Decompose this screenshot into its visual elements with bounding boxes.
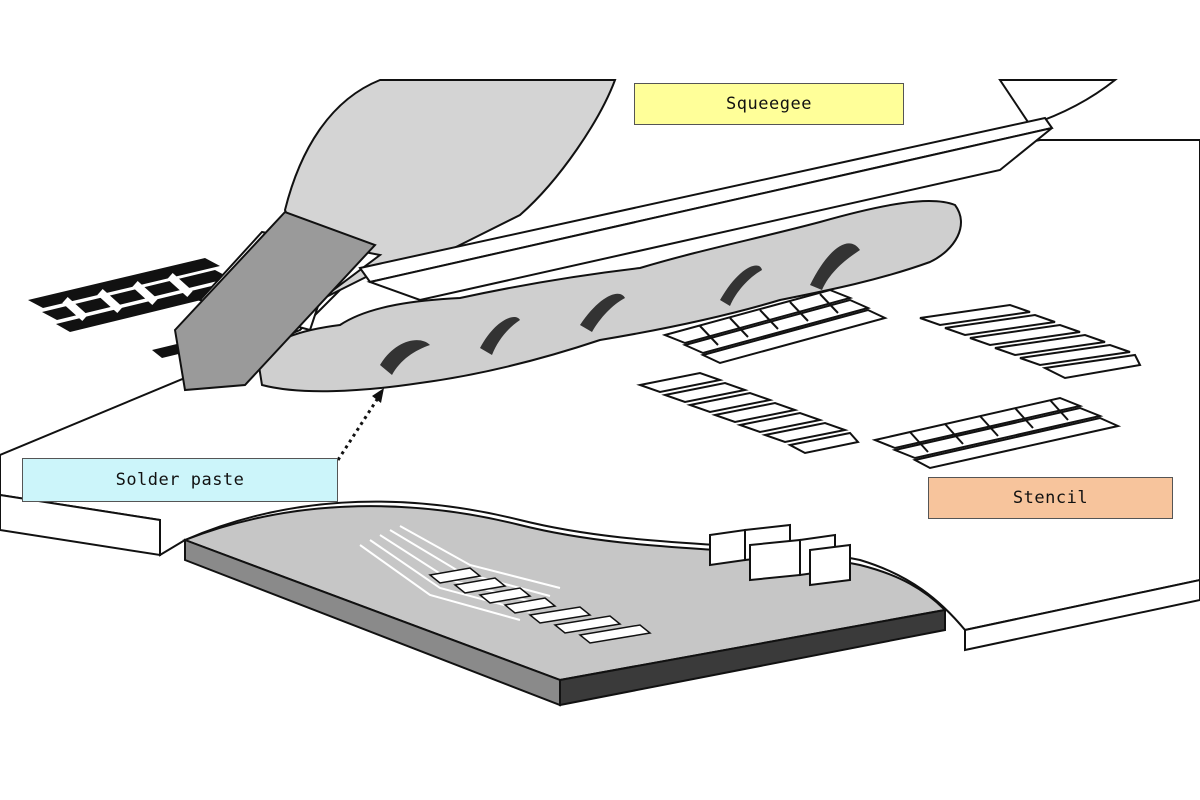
solder-paste-shadows <box>380 243 860 375</box>
stencil-edge-left <box>0 493 161 557</box>
solder-paste-label: Solder paste <box>22 458 338 502</box>
pointer-arrow-line <box>336 397 380 461</box>
aperture-separators-top <box>699 293 839 346</box>
printed-pads-left-gaps <box>62 273 193 321</box>
aperture-group-right <box>919 303 1142 380</box>
pcb-board-top <box>182 505 948 682</box>
right-hand <box>998 79 1118 127</box>
squeegee-blade-top <box>366 127 1053 302</box>
stencil-edge-right <box>964 578 1200 652</box>
squeegee-label: Squeegee <box>634 83 904 125</box>
stencil-label: Stencil <box>928 477 1173 519</box>
pointer-arrow-head <box>372 388 384 403</box>
aperture-separators-bottom <box>909 399 1069 453</box>
aperture-blocks <box>709 523 851 587</box>
pcb-pads <box>428 567 652 644</box>
pcb-board-edge-right <box>559 608 946 707</box>
aperture-group-bottom <box>871 396 1122 470</box>
squeegee-handle <box>173 210 377 392</box>
aperture-group-left <box>636 371 860 455</box>
